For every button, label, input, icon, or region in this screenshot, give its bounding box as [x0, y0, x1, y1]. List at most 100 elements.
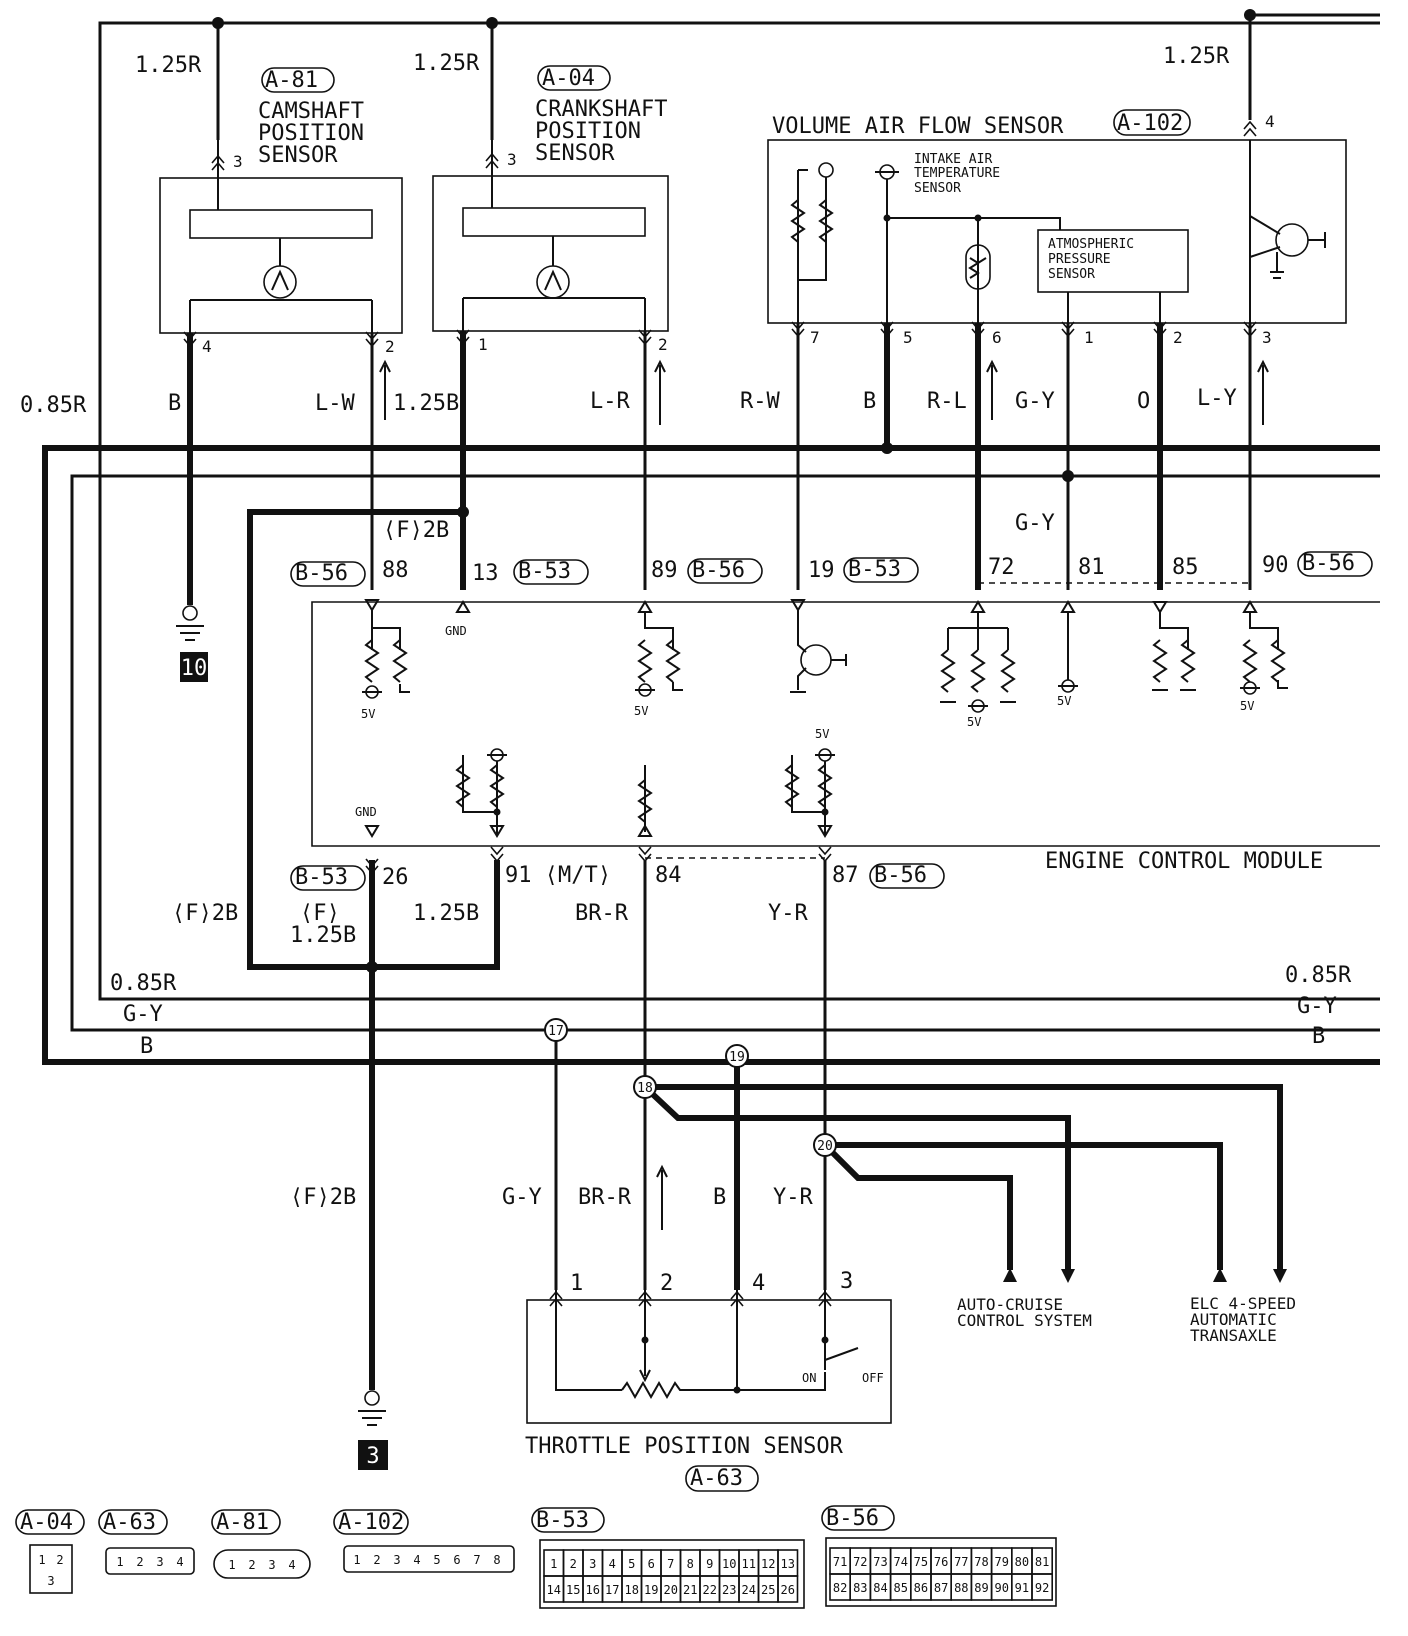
wire-f-2b-loop — [247, 509, 500, 970]
wire-label-1-25r-crank: 1.25R — [413, 51, 480, 76]
a81-face-pin-2: 2 — [248, 1558, 255, 1572]
face-a04-ring — [15, 1509, 85, 1535]
tps-label: THROTTLE POSITION SENSOR — [525, 1434, 844, 1459]
b56-face-pin-84: 84 — [873, 1581, 887, 1595]
face-a63-label: A-63 — [103, 1510, 156, 1535]
b53-face-pin-20: 20 — [664, 1583, 678, 1597]
ground-bus-b — [42, 445, 1380, 1065]
signal-arrow-lr — [654, 359, 666, 425]
a04-face-pin-1: 1 — [38, 1553, 45, 1567]
face-a63-ring — [98, 1509, 168, 1535]
face-a04: 1 2 3 — [29, 1544, 73, 1594]
face-a81-ring — [211, 1509, 281, 1535]
b53-face-pin-2: 2 — [570, 1557, 577, 1571]
ecm-pin-13: 13 — [472, 561, 499, 586]
wire-label-b-tps: B — [713, 1185, 726, 1210]
ecm-b56-bottom-ring — [869, 863, 945, 889]
switch-off-label: OFF — [862, 1371, 884, 1385]
tps-pin-2: 2 — [660, 1271, 673, 1296]
tps-pin-4: 4 — [752, 1271, 765, 1296]
b53-face-pin-13: 13 — [781, 1557, 795, 1571]
wire-label-br-r-top: BR-R — [575, 901, 629, 926]
wire-label-f2b-upper: ⟨F⟩2B — [383, 518, 449, 543]
splice-17 — [544, 1018, 568, 1042]
b56-face-pin-85: 85 — [893, 1581, 907, 1595]
a63-face-pin-3: 3 — [156, 1555, 163, 1569]
ecm-5v-88: 5V — [361, 707, 375, 721]
vaf-pin-4: 4 — [1265, 112, 1275, 131]
ecm-b56-right: B-56 — [1302, 551, 1355, 576]
ecm-gnd-bottom: GND — [355, 805, 377, 819]
face-b56-label: B-56 — [826, 1506, 879, 1531]
arrow-to-systems-up — [1003, 1268, 1227, 1282]
ecm-b56-mid-ring — [687, 558, 763, 584]
wire-label-y-r-top: Y-R — [768, 901, 808, 926]
atm-label-2: PRESSURE — [1048, 252, 1111, 267]
iat-label-2: TEMPERATURE — [914, 166, 1000, 181]
power-bus-0-85r — [98, 958, 1380, 1001]
b56-face-pin-91: 91 — [1015, 1581, 1029, 1595]
ecm-b56-left: B-56 — [295, 561, 348, 586]
wire-br-r-elc — [645, 1084, 1283, 1270]
ground-symbol-10 — [176, 605, 208, 682]
atm-label-1: ATMOSPHERIC — [1048, 237, 1134, 252]
wire-label-g-y-2: G-Y — [1015, 511, 1055, 536]
signal-arrow-rl — [986, 359, 998, 420]
wire-label-1-25r-cam: 1.25R — [135, 53, 202, 78]
a81-face-pin-4: 4 — [288, 1558, 295, 1572]
vaf-pin-5: 5 — [903, 328, 913, 347]
a63-face-pin-4: 4 — [176, 1555, 183, 1569]
ecm-b56-right-ring — [1297, 551, 1373, 577]
b53-face-pin-8: 8 — [687, 1557, 694, 1571]
wire-label-1-25b-ecm: 1.25B — [290, 923, 356, 948]
b53-face-pin-14: 14 — [547, 1583, 561, 1597]
b53-face-pin-4: 4 — [609, 1557, 616, 1571]
wire-label-b-vaf: B — [863, 389, 876, 414]
b56-face-pin-74: 74 — [893, 1555, 907, 1569]
camshaft-label-3: SENSOR — [258, 143, 338, 168]
b53-face-pin-17: 17 — [605, 1583, 619, 1597]
wire-label-g-y: G-Y — [1015, 389, 1055, 414]
splice-17-label: 17 — [548, 1024, 564, 1039]
b56-face-pin-79: 79 — [994, 1555, 1008, 1569]
ecm-pin-89: 89 — [651, 558, 678, 583]
wire-label-l-y: L-Y — [1197, 386, 1237, 411]
b53-face-pin-11: 11 — [742, 1557, 756, 1571]
switch-on-label: ON — [802, 1371, 816, 1385]
wire-label-g-y-tps: G-Y — [502, 1185, 542, 1210]
connector-a102-label: A-102 — [1117, 111, 1183, 136]
connector-a04-ring — [537, 65, 611, 91]
b56-face-pin-75: 75 — [914, 1555, 928, 1569]
b53-face-pin-15: 15 — [566, 1583, 580, 1597]
throttle-position-sensor — [526, 1290, 892, 1424]
ecm-pin-90: 90 — [1262, 553, 1289, 578]
crank-pin-1: 1 — [478, 335, 488, 354]
signal-bus-g-y — [70, 474, 1380, 1032]
b53-face-pin-21: 21 — [683, 1583, 697, 1597]
crank-pin-3: 3 — [507, 150, 517, 169]
b53-face-pin-24: 24 — [742, 1583, 756, 1597]
ground-10-label: 10 — [181, 656, 208, 681]
b56-face-pin-83: 83 — [853, 1581, 867, 1595]
b56-face-pin-92: 92 — [1035, 1581, 1049, 1595]
connector-a63-label: A-63 — [690, 1466, 743, 1491]
b56-face-pin-88: 88 — [954, 1581, 968, 1595]
wire-label-l-w: L-W — [315, 391, 355, 416]
b56-face-pin-73: 73 — [873, 1555, 887, 1569]
b56-face-pin-76: 76 — [934, 1555, 948, 1569]
b53-face-pin-26: 26 — [781, 1583, 795, 1597]
a04-face-pin-2: 2 — [56, 1553, 63, 1567]
wire-label-f: ⟨F⟩ — [300, 901, 340, 926]
crank-pin-2: 2 — [658, 335, 668, 354]
ecm-pin-72: 72 — [988, 555, 1015, 580]
face-a102: 1 2 3 4 5 6 7 8 — [343, 1545, 515, 1573]
b56-face-cell — [1031, 1573, 1054, 1601]
face-b56-ring — [821, 1505, 895, 1531]
a63-face-pin-2: 2 — [136, 1555, 143, 1569]
signal-arrow-lw — [379, 359, 391, 420]
signal-arrow-tps — [656, 1164, 668, 1230]
volume-air-flow-sensor — [767, 139, 1347, 324]
b53-face-pin-6: 6 — [648, 1557, 655, 1571]
b53-face-pin-16: 16 — [586, 1583, 600, 1597]
ecm-pin-88: 88 — [382, 558, 409, 583]
